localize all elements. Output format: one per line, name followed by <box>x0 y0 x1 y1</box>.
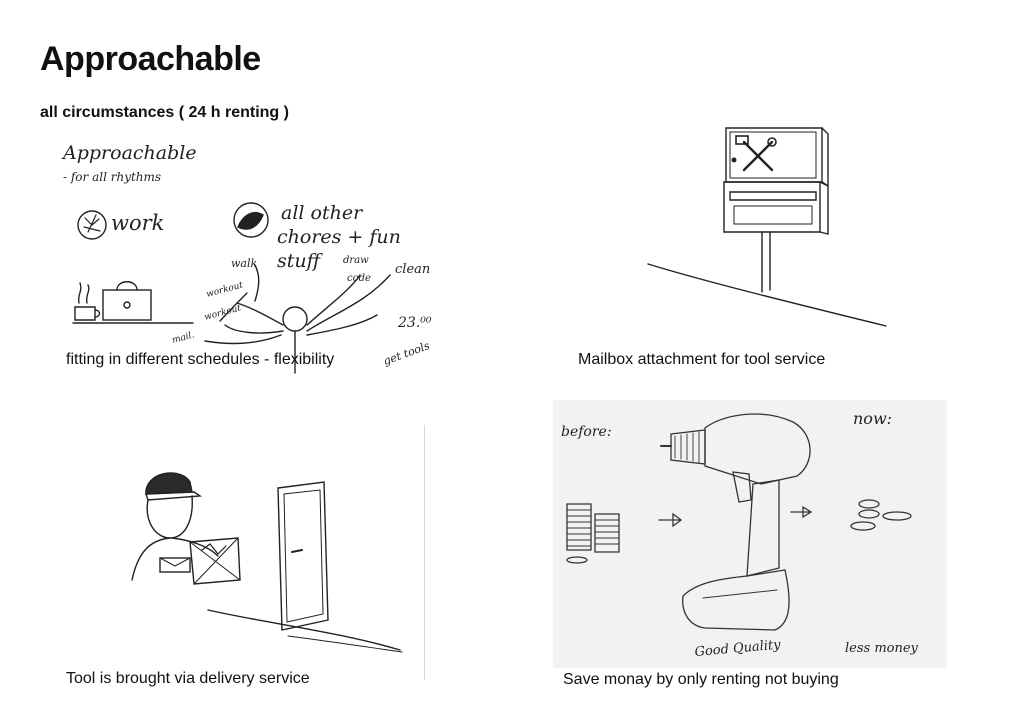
caption-renting: Save monay by only renting not buying <box>563 671 839 688</box>
sketch-mail: mail. <box>171 330 195 346</box>
drill-icon <box>660 413 811 631</box>
sketch-workout-2: workout <box>203 303 242 323</box>
caption-delivery: Tool is brought via delivery service <box>66 670 310 687</box>
laptop-bag-icon <box>102 289 152 321</box>
sketch-now: now: <box>853 409 892 428</box>
drill-sketch-photo: before: now: <box>553 400 947 668</box>
sketch-get-tools: get tools <box>382 339 432 368</box>
work-clock-icon <box>77 210 107 240</box>
sketch-clean: clean <box>395 262 430 277</box>
sketch-subheading: - for all rhythms <box>63 170 161 184</box>
sketch-heading: Approachable <box>61 142 197 164</box>
drill-sketch: before: now: <box>561 409 919 660</box>
coin-stack-before-icon <box>566 503 620 564</box>
sketch-good-quality: Good Quality <box>694 637 782 660</box>
caption-schedules: fitting in different schedules - flexibi… <box>66 351 335 368</box>
sketch-draw: draw <box>343 255 369 266</box>
caption-mailbox: Mailbox attachment for tool service <box>578 351 826 368</box>
sketch-before: before: <box>561 424 612 440</box>
badge-icon <box>159 557 191 573</box>
sketch-chores-1: all other <box>281 202 364 224</box>
mailbox-sketch <box>647 127 887 327</box>
chores-clock-icon <box>233 202 269 238</box>
sketch-chores-3: stuff <box>277 250 324 272</box>
coin-stack-after-icon <box>850 499 912 531</box>
panel-divider <box>424 425 425 680</box>
sketch-code: code <box>347 273 371 284</box>
schedule-sketch: Approachable - for all rhythms work all … <box>61 142 432 374</box>
sketch-time: 23.⁰⁰ <box>397 315 432 331</box>
page-title: Approachable <box>40 40 261 78</box>
sketch-work: work <box>111 211 164 235</box>
sketch-chores-2: chores + fun <box>277 226 401 248</box>
sketch-workout: workout <box>205 280 244 300</box>
sketch-less-money: less money <box>845 641 919 656</box>
person-icon <box>282 306 308 332</box>
page-subtitle: all circumstances ( 24 h renting ) <box>40 104 289 121</box>
delivery-sketch <box>131 472 403 653</box>
sketch-walk: walk <box>231 257 257 270</box>
